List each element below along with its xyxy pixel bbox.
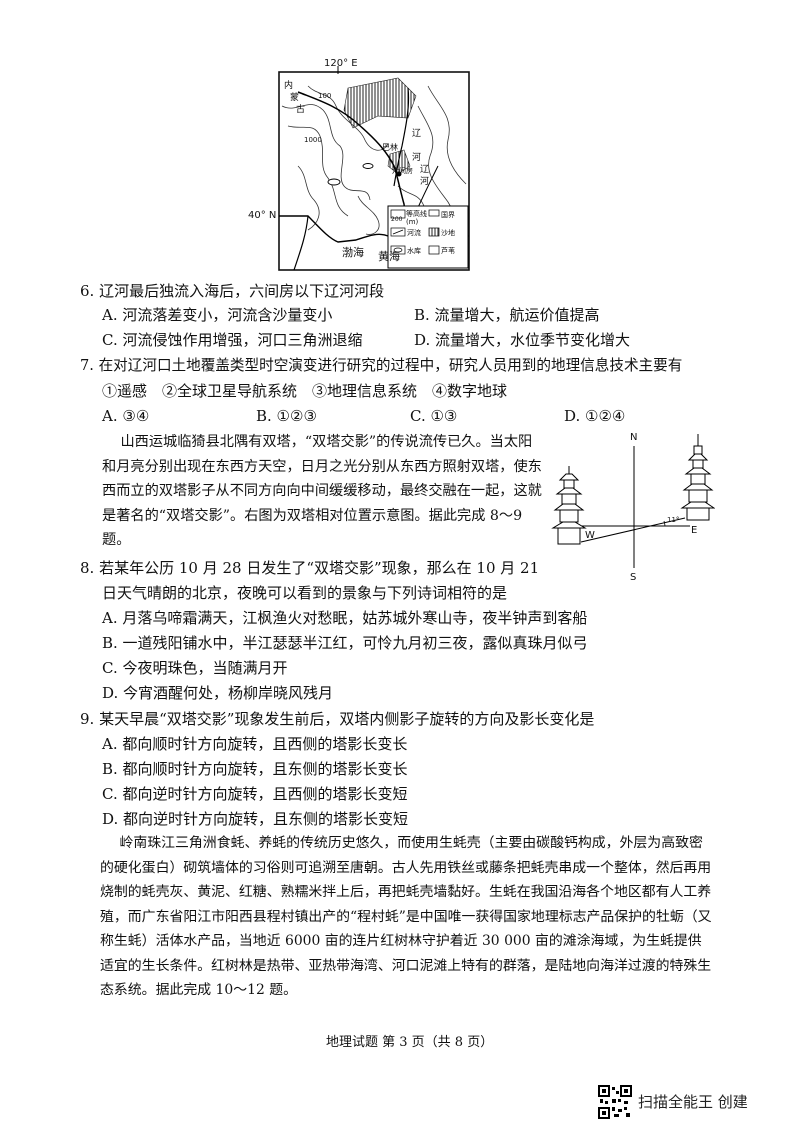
angle-label: 11° — [667, 516, 680, 524]
q8-option-b: B. 一道残阳铺水中，半江瑟瑟半江红，可怜九月初三夜，露似真珠月似弓 — [102, 634, 588, 652]
compass-drawing — [551, 434, 716, 568]
compass-east: E — [691, 525, 698, 536]
place-label: 内 — [284, 81, 294, 91]
q9-option-c: C. 都向逆时针方向旋转，且西侧的塔影长变短 — [102, 785, 408, 803]
place-label: 河 — [420, 177, 430, 187]
passage-oyster: 岭南珠江三角洲食蚝、养蚝的传统历史悠久，而使用生蚝壳（主要由碳酸钙构成，外层为高… — [100, 831, 712, 1003]
question-6-stem: 6. 辽河最后独流入海后，六间房以下辽河河段 — [80, 282, 385, 300]
compass-south: S — [630, 572, 637, 583]
q6-option-d: D. 流量增大，水位季节变化增大 — [414, 331, 631, 349]
qr-code-icon — [598, 1085, 632, 1119]
q6-option-c: C. 河流侵蚀作用增强，河口三角洲退缩 — [102, 331, 363, 349]
twin-pagoda-diagram: N S E W 11° — [545, 432, 716, 588]
place-label: 古 — [296, 105, 306, 115]
q9-option-d: D. 都向逆时针方向旋转，且东侧的塔影长变短 — [102, 810, 409, 828]
legend-label: 水库 — [407, 247, 421, 255]
place-label: 河 — [412, 153, 422, 163]
legend-label: 沙地 — [441, 229, 455, 237]
legend-label: 河流 — [407, 229, 421, 237]
q7-option-d: D. ①②④ — [564, 407, 626, 425]
page-footer: 地理试题 第 3 页（共 8 页） — [326, 1035, 494, 1050]
place-label: 黄海 — [378, 250, 400, 263]
liaohe-map: 120° E 40° N 内 蒙 古 辽 河 巴林 辽 河 六间房 100 10… — [248, 58, 470, 272]
q7-option-b: B. ①②③ — [256, 407, 317, 425]
question-7-stem: 7. 在对辽河口土地覆盖类型时空演变进行研究的过程中，研究人员用到的地理信息技术… — [80, 357, 683, 374]
weir-icon — [428, 245, 440, 255]
q8-option-d: D. 今宵酒醒何处，杨柳岸晓风残月 — [102, 684, 334, 702]
place-label: 辽 — [420, 165, 430, 175]
legend-label: 芦苇 — [441, 247, 455, 255]
compass-west: W — [585, 530, 595, 541]
contour-value: 1000 — [304, 136, 322, 144]
border-icon — [428, 209, 440, 217]
contour-value: 100 — [318, 92, 332, 100]
q8-option-c: C. 今夜明珠色，当随满月开 — [102, 659, 288, 677]
passage-twin-pagodas: 山西运城临猗县北隅有双塔，“双塔交影”的传说流传已久。当太阳和月亮分别出现在东西… — [102, 430, 544, 553]
sand-icon — [428, 227, 440, 237]
q9-option-a: A. 都向顺时针方向旋转，且西侧的塔影长变长 — [102, 735, 408, 753]
question-9-stem: 9. 某天早晨“双塔交影”现象发生前后，双塔内侧影子旋转的方向及影长变化是 — [80, 710, 595, 728]
east-pagoda-icon — [680, 434, 716, 521]
map-drawing — [278, 66, 470, 271]
passage-text: 岭南珠江三角洲食蚝、养蚝的传统历史悠久，而使用生蚝壳（主要由碳酸钙构成，外层为高… — [100, 835, 712, 998]
q6-option-b: B. 流量增大，航运价值提高 — [414, 306, 600, 324]
west-pagoda-icon — [551, 466, 587, 545]
q6-option-a: A. 河流落差变小，河流含沙量变小 — [102, 306, 333, 324]
place-label: 蒙 — [290, 93, 300, 103]
q8-option-a: A. 月落乌啼霜满天，江枫渔火对愁眠，姑苏城外寒山寺，夜半钟声到客船 — [102, 609, 588, 627]
compass-north: N — [630, 432, 638, 443]
legend-label: 等高线 (m) — [406, 210, 427, 226]
place-label: 辽 — [412, 129, 422, 139]
lat-label: 40° N — [248, 210, 277, 221]
legend-contour-symbol: 200 — [391, 216, 403, 223]
legend-label: 国界 — [441, 211, 455, 219]
q7-items: ①遥感 ②全球卫星导航系统 ③地理信息系统 ④数字地球 — [102, 382, 508, 400]
question-8-stem-line2: 日天气晴朗的北京，夜晚可以看到的景象与下列诗词相符的是 — [102, 584, 508, 602]
passage-text: 山西运城临猗县北隅有双塔，“双塔交影”的传说流传已久。当太阳和月亮分别出现在东西… — [102, 434, 542, 548]
watermark-text: 扫描全能王 创建 — [638, 1093, 748, 1111]
q7-option-a: A. ③④ — [102, 407, 150, 425]
lon-label: 120° E — [324, 58, 358, 69]
place-label: 渤海 — [342, 246, 364, 259]
place-label: 六间房 — [392, 167, 413, 175]
place-label: 巴林 — [382, 143, 398, 152]
q7-option-c: C. ①③ — [410, 407, 458, 425]
contour-icon — [390, 209, 406, 219]
question-8-stem-line1: 8. 若某年公历 10 月 28 日发生了“双塔交影”现象，那么在 10 月 2… — [80, 559, 540, 577]
q9-option-b: B. 都向顺时针方向旋转，且东侧的塔影长变长 — [102, 760, 408, 778]
